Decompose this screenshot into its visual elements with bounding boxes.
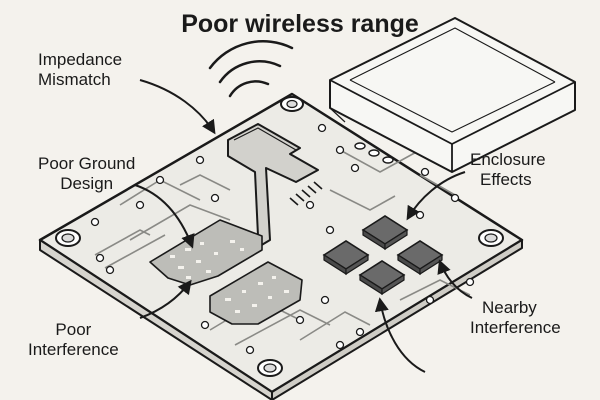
label-nearby-line-1: Nearby (482, 298, 537, 317)
label-poor-interference-line-1: Poor (55, 320, 92, 339)
label-impedance-line-1: Impedance (38, 50, 123, 69)
arrow-poor-interference (139, 279, 192, 319)
label-ground-line-1: Poor Ground (38, 154, 136, 173)
enclosure-slots (354, 142, 394, 164)
ground-plane (149, 219, 303, 325)
chip-icon (322, 215, 444, 296)
label-poor-ground-design: Poor Ground Design (38, 154, 135, 194)
mounting-hole-icon (55, 96, 504, 377)
label-nearby-interference: Nearby Interference (470, 298, 561, 338)
enclosure-box (329, 17, 576, 173)
label-impedance-mismatch: Impedance Mismatch (38, 50, 122, 90)
label-nearby-line-2: Interference (470, 318, 561, 337)
label-impedance-line-2: Mismatch (38, 70, 111, 89)
label-poor-interference-line-2: Interference (28, 340, 119, 359)
label-ground-line-2: Design (60, 174, 114, 193)
label-poor-interference: Poor Interference (28, 320, 119, 360)
pcb-board (38, 92, 524, 400)
wifi-signal-icon (208, 40, 294, 98)
arrow-nearby (437, 259, 473, 299)
arrow-enclosure (406, 171, 466, 221)
arrow-bottom-interference (374, 297, 426, 373)
callout-arrows (134, 79, 473, 373)
label-enclosure-line-1: Enclosure (470, 150, 546, 169)
label-enclosure-line-2: Effects (480, 170, 532, 189)
arrow-impedance (139, 79, 216, 135)
diagram-title: Poor wireless range (181, 10, 419, 38)
antenna-trace (227, 123, 323, 259)
arrow-ground (134, 184, 195, 249)
label-enclosure-effects: Enclosure Effects (470, 150, 546, 190)
